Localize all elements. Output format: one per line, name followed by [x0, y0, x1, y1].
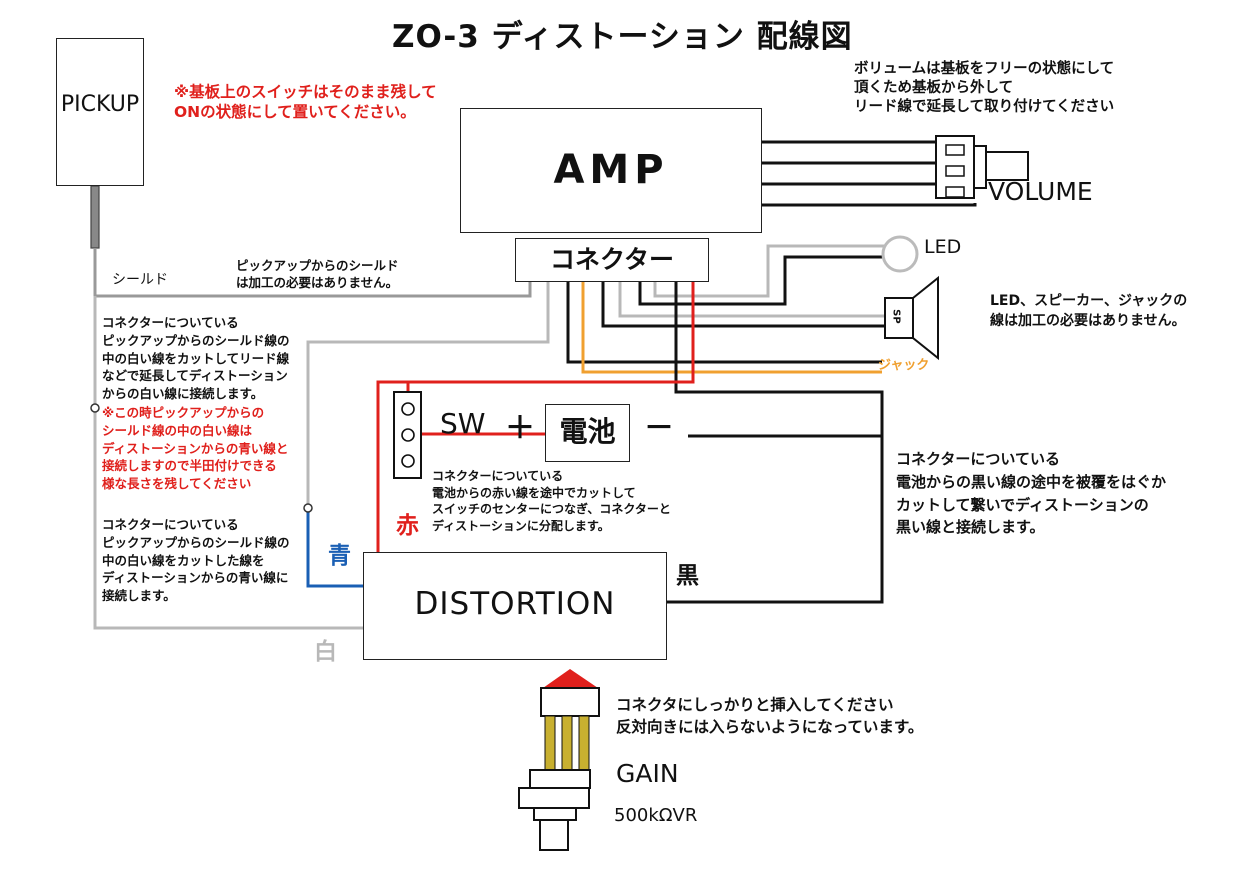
- jack-wire-orange: [581, 280, 882, 374]
- gain-pot: [518, 669, 600, 851]
- red-label: 赤: [396, 513, 419, 539]
- distortion-label: DISTORTION: [414, 586, 616, 622]
- battery-label: 電池: [559, 415, 616, 448]
- volume-note: ボリュームは基板をフリーの状態にして 頂くため基板から外して リード線で延長して…: [854, 61, 1115, 116]
- white-wire-node: [90, 403, 100, 413]
- volume-label: VOLUME: [988, 177, 1093, 206]
- speaker-wire-black: [601, 280, 885, 328]
- battery-red-note: コネクターについている 電池からの赤い線を途中でカットして スイッチのセンターに…: [432, 469, 671, 533]
- switch-symbol: [393, 391, 422, 479]
- shield-note: ピックアップからのシールド は加工の必要はありません。: [236, 258, 399, 290]
- blue-wire-node: [303, 503, 313, 513]
- gain-connector-note: コネクタにしっかりと挿入してください 反対向きには入らないようになっています。: [616, 696, 924, 737]
- left-note-1: コネクターについている ピックアップからのシールド線の 中の白い線をカットしてリ…: [102, 315, 290, 401]
- battery-plus-label: ＋: [505, 411, 535, 446]
- amp-label: AMP: [553, 147, 669, 193]
- connector-box: コネクター: [515, 238, 709, 282]
- left-note-2: コネクターについている ピックアップからのシールド線の 中の白い線をカットした線…: [102, 517, 290, 603]
- left-note-warning: ※この時ピックアップからの シールド線の中の白い線は ディストーションからの青い…: [102, 405, 289, 491]
- jack-wire-black: [566, 280, 882, 364]
- led-symbol: [881, 235, 919, 273]
- volume-wires: [760, 140, 977, 207]
- connector-gray-wire-left: [306, 280, 550, 508]
- distortion-box: DISTORTION: [363, 552, 667, 660]
- blue-label: 青: [328, 543, 351, 569]
- battery-black-note: コネクターについている 電池からの黒い線の途中を被覆をはぐか カットして繋いでデ…: [896, 450, 1167, 537]
- speaker-label: SP: [890, 309, 902, 324]
- amp-box: AMP: [460, 108, 762, 233]
- speaker-wire-gray: [618, 280, 885, 318]
- connector-label: コネクター: [549, 245, 674, 274]
- shield-label: シールド: [112, 272, 168, 288]
- volume-pot: [935, 135, 1029, 199]
- page-title: ZO-3 ディストーション 配線図: [392, 19, 853, 55]
- battery-box: 電池: [545, 404, 630, 462]
- switch-note: ※基板上のスイッチはそのまま残して ONの状態にして置いてください。: [174, 83, 437, 122]
- pickup-box: PICKUP: [56, 38, 144, 186]
- battery-black-wire: [665, 280, 884, 604]
- led-wire-black: [638, 255, 885, 306]
- pickup-lead: [90, 185, 100, 249]
- pickup-label: PICKUP: [60, 92, 140, 117]
- switch-label: SW: [440, 407, 486, 440]
- gain-value-label: 500kΩVR: [614, 805, 698, 826]
- gain-label: GAIN: [616, 759, 679, 788]
- jack-label: ジャック: [878, 358, 930, 373]
- led-label: LED: [924, 236, 962, 258]
- blue-wire: [306, 508, 363, 588]
- shield-wire: [93, 248, 532, 298]
- battery-minus-label: －: [644, 411, 674, 446]
- black-label: 黒: [676, 563, 699, 589]
- led-sp-jack-note: LED、スピーカー、ジャックの 線は加工の必要はありません。: [990, 293, 1188, 329]
- led-wire-gray: [653, 244, 885, 298]
- battery-red-wire: [376, 280, 695, 552]
- speaker-symbol: [884, 275, 939, 361]
- white-label: 白: [314, 639, 337, 665]
